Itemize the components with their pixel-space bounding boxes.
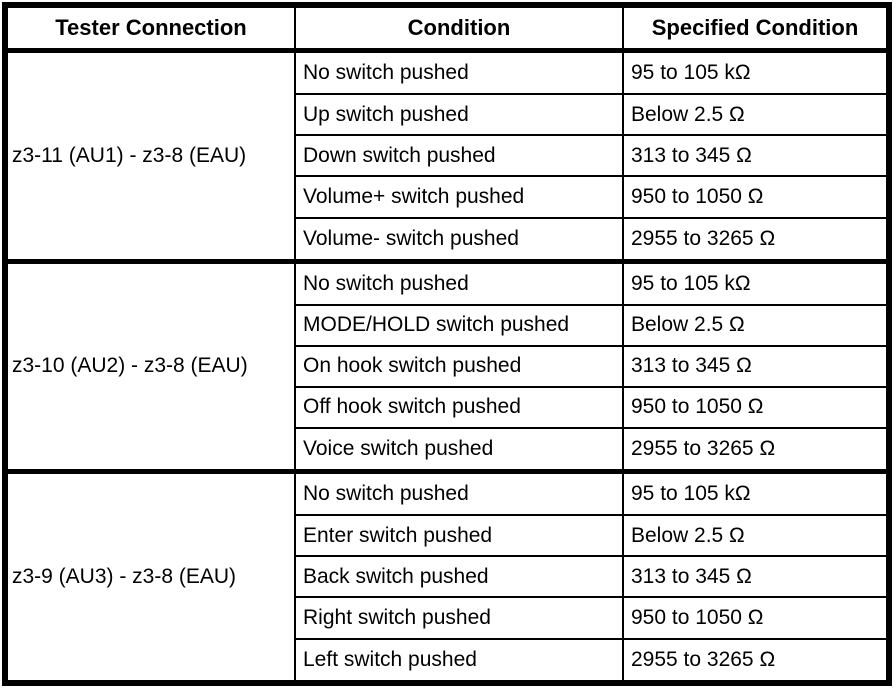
condition-cell: Right switch pushed bbox=[294, 596, 624, 640]
specified-cell: Below 2.5 Ω bbox=[622, 93, 890, 137]
specified-cell: 313 to 345 Ω bbox=[622, 344, 890, 388]
table-row: MODE/HOLD switch pushed Below 2.5 Ω bbox=[5, 303, 890, 347]
condition-cell: Back switch pushed bbox=[294, 555, 624, 599]
specified-cell: 2955 to 3265 Ω bbox=[622, 427, 890, 473]
table-row: Back switch pushed 313 to 345 Ω bbox=[5, 555, 890, 599]
condition-cell: No switch pushed bbox=[294, 48, 624, 96]
specified-cell: 950 to 1050 Ω bbox=[622, 385, 890, 430]
table-row: Down switch pushed 313 to 345 Ω bbox=[5, 134, 890, 178]
table-row: Up switch pushed Below 2.5 Ω bbox=[5, 93, 890, 137]
header-row: Tester Connection Condition Specified Co… bbox=[4, 4, 890, 53]
condition-cell: Volume+ switch pushed bbox=[294, 175, 624, 219]
column-header-tester-connection: Tester Connection bbox=[4, 4, 296, 53]
specified-cell: Below 2.5 Ω bbox=[622, 303, 890, 347]
specified-cell: 950 to 1050 Ω bbox=[622, 596, 890, 640]
specified-cell: 313 to 345 Ω bbox=[622, 134, 890, 178]
specified-cell: Below 2.5 Ω bbox=[622, 514, 890, 558]
table-row: Enter switch pushed Below 2.5 Ω bbox=[5, 514, 890, 558]
condition-cell: Voice switch pushed bbox=[294, 427, 624, 473]
specified-cell: 950 to 1050 Ω bbox=[622, 175, 890, 219]
condition-cell: No switch pushed bbox=[294, 469, 624, 517]
table-row: z3-11 (AU1) - z3-8 (EAU) No switch pushe… bbox=[4, 48, 890, 263]
condition-cell: Enter switch pushed bbox=[294, 514, 624, 558]
condition-cell: Down switch pushed bbox=[294, 134, 624, 178]
specified-cell: 95 to 105 kΩ bbox=[622, 469, 890, 517]
condition-cell: On hook switch pushed bbox=[294, 344, 624, 388]
column-header-specified-condition: Specified Condition bbox=[622, 4, 890, 53]
table-row: Voice switch pushed 2955 to 3265 Ω bbox=[5, 427, 890, 473]
connection-cell: z3-10 (AU2) - z3-8 (EAU) bbox=[4, 258, 296, 473]
table-row: On hook switch pushed 313 to 345 Ω bbox=[5, 344, 890, 388]
specified-cell: 95 to 105 kΩ bbox=[622, 258, 890, 306]
condition-cell: MODE/HOLD switch pushed bbox=[294, 303, 624, 347]
column-header-condition: Condition bbox=[294, 4, 624, 53]
table-row: Off hook switch pushed 950 to 1050 Ω bbox=[5, 385, 890, 430]
table-row: z3-9 (AU3) - z3-8 (EAU) No switch pushed… bbox=[4, 469, 890, 685]
specified-cell: 95 to 105 kΩ bbox=[622, 48, 890, 96]
condition-cell: No switch pushed bbox=[294, 258, 624, 306]
connection-cell: z3-11 (AU1) - z3-8 (EAU) bbox=[4, 48, 296, 263]
table-row: Left switch pushed 2955 to 3265 Ω bbox=[5, 637, 890, 685]
table-row: z3-10 (AU2) - z3-8 (EAU) No switch pushe… bbox=[4, 258, 890, 473]
specified-cell: 2955 to 3265 Ω bbox=[622, 216, 890, 263]
condition-cell: Left switch pushed bbox=[294, 637, 624, 685]
condition-cell: Volume- switch pushed bbox=[294, 216, 624, 263]
specified-cell: 2955 to 3265 Ω bbox=[622, 637, 890, 685]
connection-cell: z3-9 (AU3) - z3-8 (EAU) bbox=[4, 469, 296, 685]
condition-cell: Up switch pushed bbox=[294, 93, 624, 137]
table-row: Right switch pushed 950 to 1050 Ω bbox=[5, 596, 890, 640]
table-row: Volume+ switch pushed 950 to 1050 Ω bbox=[5, 175, 890, 219]
specified-cell: 313 to 345 Ω bbox=[622, 555, 890, 599]
condition-cell: Off hook switch pushed bbox=[294, 385, 624, 430]
table-row: Volume- switch pushed 2955 to 3265 Ω bbox=[5, 216, 890, 263]
